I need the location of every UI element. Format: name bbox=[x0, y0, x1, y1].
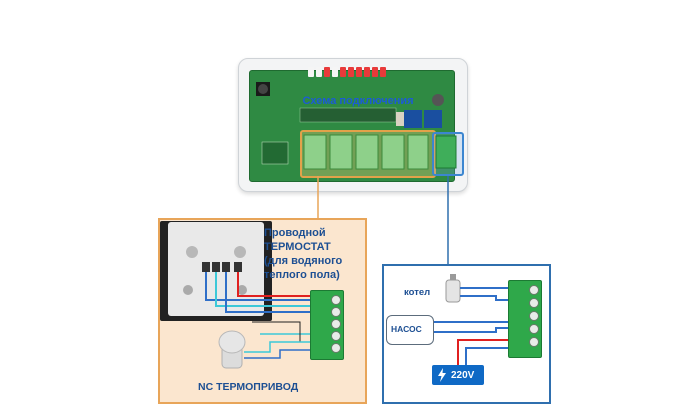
terminal-block-boiler bbox=[508, 280, 542, 358]
wire-blue bbox=[225, 272, 310, 313]
relay-icon bbox=[404, 110, 422, 128]
pcb-label: Схема подключения bbox=[302, 95, 414, 107]
terminal-pair bbox=[329, 134, 353, 170]
led-indicator bbox=[340, 67, 346, 77]
capacitor-top bbox=[258, 84, 268, 94]
wire-cyan bbox=[215, 272, 310, 307]
terminal-pair bbox=[407, 134, 429, 170]
led-indicator bbox=[332, 67, 338, 77]
boiler-label: котел bbox=[404, 287, 431, 298]
wire-red bbox=[457, 339, 508, 365]
terminal-block-thermostat bbox=[310, 290, 344, 360]
terminal-screw bbox=[529, 324, 539, 334]
fuse-icon bbox=[396, 112, 404, 126]
led-indicator bbox=[364, 67, 370, 77]
thermostat-title-line: теплого пола) bbox=[264, 269, 340, 281]
chip-icon bbox=[261, 141, 289, 165]
thermostat-title: Проводной ТЕРМОСТАТ (для водяного теплог… bbox=[264, 226, 359, 282]
led-indicator bbox=[380, 67, 386, 77]
terminal-screw bbox=[331, 319, 341, 329]
terminal-screw bbox=[331, 331, 341, 341]
actuator-label: NC ТЕРМОПРИВОД bbox=[198, 381, 299, 393]
terminal-screw bbox=[529, 311, 539, 321]
terminal-screw bbox=[331, 295, 341, 305]
power-label: 220V bbox=[451, 369, 475, 381]
terminal-screw bbox=[529, 337, 539, 347]
led-indicator bbox=[308, 67, 314, 77]
wire-blue bbox=[244, 349, 310, 359]
relay-icon bbox=[424, 110, 442, 128]
wire-cyan bbox=[244, 341, 310, 353]
wire-red bbox=[237, 272, 310, 297]
pcb-boiler-terminal bbox=[435, 135, 457, 169]
terminal-pair bbox=[303, 134, 327, 170]
boiler-icon bbox=[445, 279, 461, 303]
terminal-screw bbox=[331, 307, 341, 317]
led-indicator bbox=[348, 67, 354, 77]
led-indicator-row bbox=[308, 67, 386, 77]
thermostat-screw bbox=[237, 285, 247, 295]
actuator-head bbox=[218, 330, 246, 354]
led-indicator bbox=[316, 67, 322, 77]
wire-blue bbox=[460, 295, 508, 301]
lightning-bolt-icon bbox=[438, 368, 446, 382]
terminal-screw bbox=[529, 285, 539, 295]
led-indicator bbox=[372, 67, 378, 77]
led-indicator bbox=[324, 67, 330, 77]
thermostat-knob bbox=[234, 246, 246, 258]
wire-blue bbox=[205, 272, 310, 301]
terminal-screw bbox=[529, 298, 539, 308]
pcb-thermostat-terminals bbox=[303, 134, 429, 170]
thermostat-title-line: (для водяного bbox=[264, 255, 343, 267]
wire-blue bbox=[432, 327, 508, 333]
device-terminal bbox=[222, 262, 230, 272]
thermostat-title-line: ТЕРМОСТАТ bbox=[264, 241, 331, 253]
power-badge: 220V bbox=[432, 365, 484, 385]
terminal-pair bbox=[355, 134, 379, 170]
capacitor-icon bbox=[432, 94, 444, 106]
boiler-valve bbox=[450, 274, 456, 280]
terminal-screw bbox=[331, 343, 341, 353]
terminal-pair bbox=[381, 134, 405, 170]
device-terminal bbox=[202, 262, 210, 272]
thermostat-knob bbox=[186, 246, 198, 258]
device-terminal bbox=[234, 262, 242, 272]
pump-label: НАСОС bbox=[391, 324, 422, 334]
device-terminal bbox=[212, 262, 220, 272]
wire-blue bbox=[465, 347, 508, 365]
led-indicator bbox=[356, 67, 362, 77]
pump-box bbox=[386, 315, 434, 345]
thermostat-screw bbox=[183, 285, 193, 295]
thermostat-title-line: Проводной bbox=[264, 227, 326, 239]
